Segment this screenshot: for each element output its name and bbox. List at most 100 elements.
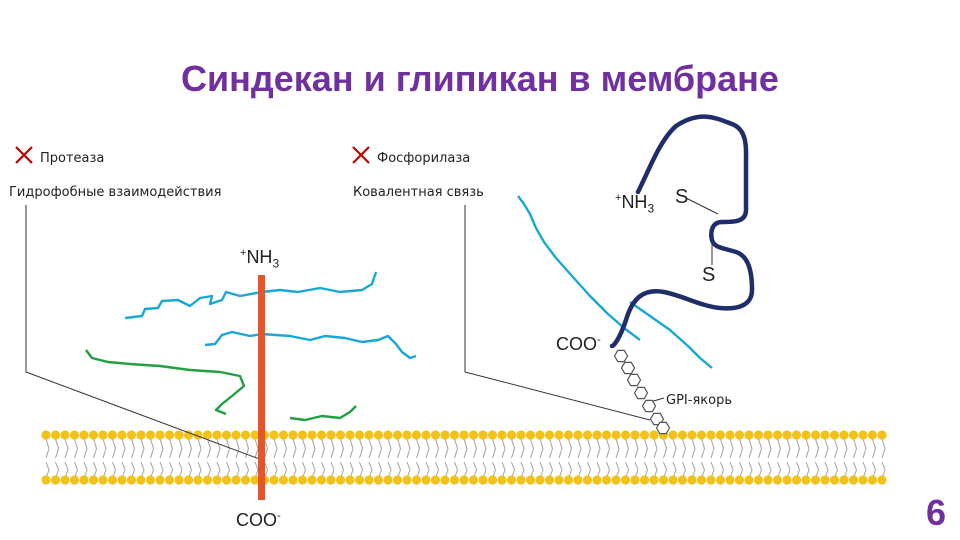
lipid-head <box>602 475 611 484</box>
lipid-head <box>79 475 88 484</box>
lipid-head <box>858 475 867 484</box>
lipid-head <box>412 475 421 484</box>
lipid-head <box>830 430 839 439</box>
lipid-head <box>678 430 687 439</box>
lipid-head <box>108 430 117 439</box>
lipid-head <box>839 475 848 484</box>
lipid-head <box>611 475 620 484</box>
lipid-head <box>820 430 829 439</box>
lipid-head <box>858 430 867 439</box>
lipid-head <box>554 430 563 439</box>
lipid-head <box>773 430 782 439</box>
lipid-head <box>459 475 468 484</box>
lipid-head <box>345 475 354 484</box>
lipid-head <box>136 475 145 484</box>
lipid-head <box>298 475 307 484</box>
lipid-head <box>630 430 639 439</box>
lipid-head <box>839 430 848 439</box>
lipid-head <box>640 430 649 439</box>
lipid-head <box>89 475 98 484</box>
lipid-head <box>174 430 183 439</box>
cyan-gag-chain-middle <box>205 332 416 358</box>
lipid-head <box>212 430 221 439</box>
glypican-cyan-chain-left <box>518 196 640 340</box>
lipid-head <box>307 430 316 439</box>
lipid-head <box>288 475 297 484</box>
lipid-head <box>877 475 886 484</box>
lipid-head <box>383 475 392 484</box>
lipid-head <box>155 430 164 439</box>
lipid-head <box>583 430 592 439</box>
cyan-gag-chain-upper <box>125 272 376 318</box>
lipid-head <box>117 475 126 484</box>
lipid-head <box>564 430 573 439</box>
lipid-head <box>269 430 278 439</box>
lipid-head <box>830 475 839 484</box>
lipid-head <box>792 475 801 484</box>
lipid-head <box>355 475 364 484</box>
lipid-head <box>526 430 535 439</box>
lipid-head <box>782 430 791 439</box>
lipid-head <box>630 475 639 484</box>
lipid-head <box>326 475 335 484</box>
lipid-head <box>792 430 801 439</box>
lipid-head <box>763 430 772 439</box>
lipid-head <box>716 430 725 439</box>
lipid-head <box>317 475 326 484</box>
lipid-head <box>820 475 829 484</box>
lipid-head <box>70 475 79 484</box>
lipid-head <box>127 430 136 439</box>
lipid-head <box>488 475 497 484</box>
disulfide-s-top-label: S <box>675 186 688 209</box>
glypican-coo-label: COO- <box>556 334 601 355</box>
lipid-head <box>706 430 715 439</box>
lipid-head <box>60 475 69 484</box>
phosphorylase-label: Фосфорилаза <box>377 151 470 166</box>
lipid-head <box>573 475 582 484</box>
lipid-head <box>402 475 411 484</box>
lipid-head <box>184 475 193 484</box>
lipid-head <box>507 475 516 484</box>
lipid-head <box>165 475 174 484</box>
gpi-sugar-hexagon <box>635 387 648 398</box>
disulfide-s-bottom-label: S <box>702 264 715 287</box>
covalent-leader-line <box>465 205 650 420</box>
lipid-head <box>269 475 278 484</box>
lipid-head <box>374 475 383 484</box>
lipid-head <box>279 475 288 484</box>
lipid-head <box>478 430 487 439</box>
lipid-head <box>174 475 183 484</box>
gpi-sugar-hexagon <box>622 362 635 373</box>
gpi-sugar-hexagon <box>657 422 670 433</box>
lipid-head <box>611 430 620 439</box>
lipid-head <box>459 430 468 439</box>
lipid-head <box>326 430 335 439</box>
lipid-head <box>231 430 240 439</box>
lipid-head <box>98 475 107 484</box>
lipid-head <box>754 430 763 439</box>
lipid-head <box>70 430 79 439</box>
lipid-head <box>421 475 430 484</box>
lipid-head <box>507 430 516 439</box>
lipid-head <box>288 430 297 439</box>
lipid-head <box>345 430 354 439</box>
lipid-head <box>868 430 877 439</box>
lipid-head <box>687 475 696 484</box>
gpi-anchor-label: GPI-якорь <box>666 393 732 408</box>
lipid-head <box>478 475 487 484</box>
syndecan-core-protein <box>258 275 265 500</box>
lipid-head <box>640 475 649 484</box>
glypican-nh3-label: +NH3 <box>615 192 654 216</box>
green-gag-chain-lower <box>290 406 356 420</box>
lipid-head <box>241 475 250 484</box>
page-number: 6 <box>926 492 946 534</box>
lipid-head <box>526 475 535 484</box>
lipid-head <box>146 475 155 484</box>
lipid-head <box>535 430 544 439</box>
lipid-head <box>811 475 820 484</box>
lipid-head <box>687 430 696 439</box>
lipid-head <box>488 430 497 439</box>
lipid-head <box>621 475 630 484</box>
lipid-head <box>725 475 734 484</box>
